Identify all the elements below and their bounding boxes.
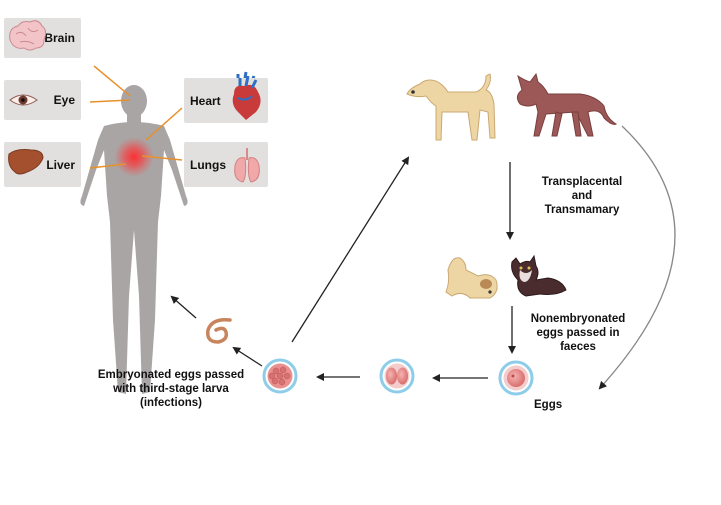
embryonated-egg-icon [262,358,298,394]
inflammation-glow [114,137,154,177]
arrow-larva-to-human [170,295,197,319]
lungs-icon [234,148,260,183]
embryonated-line-2: with third-stage larva [113,383,229,395]
organ-label-brain: Brain [44,31,75,45]
eye-icon [9,94,38,106]
organ-label-heart: Heart [190,93,221,108]
life-cycle-arrows [170,125,676,390]
embryonated-label: Embryonated eggs passed with third-stage… [86,368,256,410]
heart-icon [232,75,261,120]
nonembryonated-line-1: Nonembryonated [530,313,626,325]
nonembryonated-label: Nonembryonated eggs passed in faeces [526,312,630,354]
egg-icon [498,360,534,396]
kitten-icon [511,254,567,297]
nonembryonated-line-2: eggs passed in [536,327,620,339]
transplacental-line-3: Transmamary [544,204,620,216]
organ-pointer-lines [89,65,183,169]
puppy-icon [445,257,498,299]
dividing-egg-icon [379,358,415,394]
arrow-cat-to-eggs [598,125,676,390]
transplacental-label: Transplacental and Transmamary [532,175,632,217]
embryonated-line-1: Embryonated eggs passed [97,369,245,381]
organ-label-lungs: Lungs [190,157,226,172]
larva-icon [205,317,232,344]
organ-label-liver: Liver [46,157,75,172]
arrow-embryonated-to-dog [291,156,410,343]
nonembryonated-line-3: faeces [560,341,596,353]
transplacental-line-1: Transplacental [541,176,623,188]
transplacental-line-2: and [571,190,593,202]
arrow-embryonated-to-larva [232,346,263,367]
organ-label-eye: Eye [53,93,75,107]
liver-icon [8,149,44,175]
embryonated-line-3: (infections) [140,397,202,409]
eggs-label: Eggs [534,399,563,411]
brain-icon [9,20,47,51]
cat-icon [516,72,618,137]
dog-icon [406,73,496,141]
